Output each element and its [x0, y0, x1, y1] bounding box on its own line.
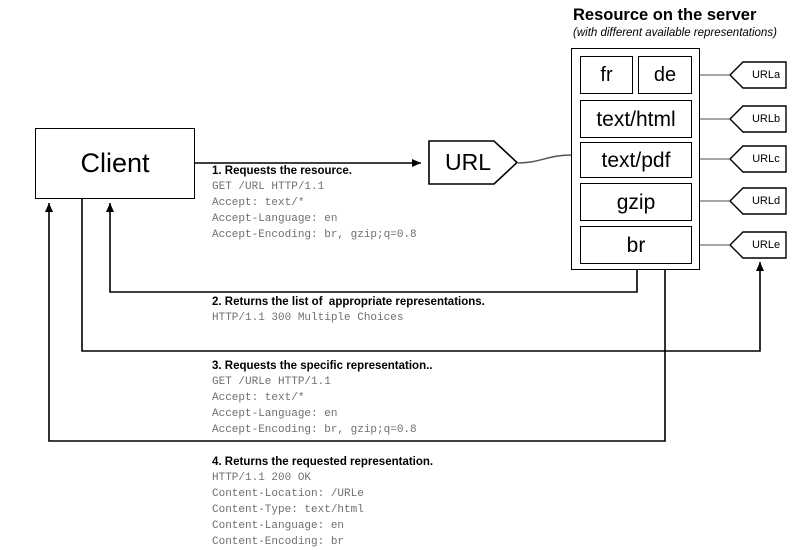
url-tag-pentagon-icon [729, 105, 787, 133]
step-3-body: GET /URLe HTTP/1.1 Accept: text/* Accept… [212, 376, 417, 436]
step-1-title: 1. Requests the resource. [212, 165, 352, 177]
server-subtitle: (with different available representation… [573, 27, 777, 39]
representation-br[interactable]: br [580, 226, 692, 264]
url-pentagon-icon [428, 140, 519, 185]
representation-label: text/pdf [601, 148, 671, 172]
server-title: Resource on the server [573, 6, 757, 24]
url-tag-urld[interactable]: URLd [729, 187, 787, 215]
url-node-label: URL [444, 149, 491, 175]
url-tag-label: URLd [751, 195, 781, 207]
url-tag-label: URLc [752, 153, 780, 165]
url-node[interactable]: URL [428, 140, 519, 185]
representation-text-html[interactable]: text/html [580, 100, 692, 138]
url-tag-pentagon-icon [729, 145, 787, 173]
arrow-step4 [45, 203, 666, 442]
arrow-step2 [106, 203, 638, 293]
client-label: Client [80, 148, 150, 178]
url-tag-pentagon-icon [729, 187, 787, 215]
url-tag-label: URLb [751, 113, 781, 125]
representation-fr[interactable]: fr [580, 56, 633, 94]
representation-de[interactable]: de [638, 56, 692, 94]
step-2-body: HTTP/1.1 300 Multiple Choices [212, 312, 404, 324]
url-tag-urlc[interactable]: URLc [729, 145, 787, 173]
representation-label: de [653, 64, 677, 86]
step-1-annotation: 1. Requests the resource. GET /URL HTTP/… [212, 164, 417, 243]
representation-label: gzip [616, 190, 656, 214]
url-tag-urle[interactable]: URLe [729, 231, 787, 259]
representation-label: br [626, 233, 646, 257]
step-4-title: 4. Returns the requested representation. [212, 456, 434, 468]
url-tag-pentagon-icon [729, 61, 787, 89]
representation-text-pdf[interactable]: text/pdf [580, 142, 692, 178]
step-2-title: 2. Returns the list of appropriate repre… [212, 296, 485, 308]
representation-label: fr [600, 64, 613, 86]
step-4-annotation: 4. Returns the requested representation.… [212, 455, 433, 550]
step-2-annotation: 2. Returns the list of appropriate repre… [212, 295, 485, 326]
step-3-annotation: 3. Requests the specific representation.… [212, 359, 433, 438]
client-box[interactable]: Client [35, 128, 195, 199]
step-4-body: HTTP/1.1 200 OK Content-Location: /URLe … [212, 472, 364, 548]
representation-gzip[interactable]: gzip [580, 183, 692, 221]
step-3-title: 3. Requests the specific representation.… [212, 360, 433, 372]
url-tag-label: URLa [751, 69, 781, 81]
url-tag-urlb[interactable]: URLb [729, 105, 787, 133]
representation-label: text/html [596, 107, 676, 131]
link-url-to-server [517, 154, 572, 164]
url-tag-label: URLe [751, 239, 781, 251]
arrow-step3 [81, 199, 764, 352]
url-tag-pentagon-icon [729, 231, 787, 259]
url-tag-urla[interactable]: URLa [729, 61, 787, 89]
step-1-body: GET /URL HTTP/1.1 Accept: text/* Accept-… [212, 181, 417, 241]
